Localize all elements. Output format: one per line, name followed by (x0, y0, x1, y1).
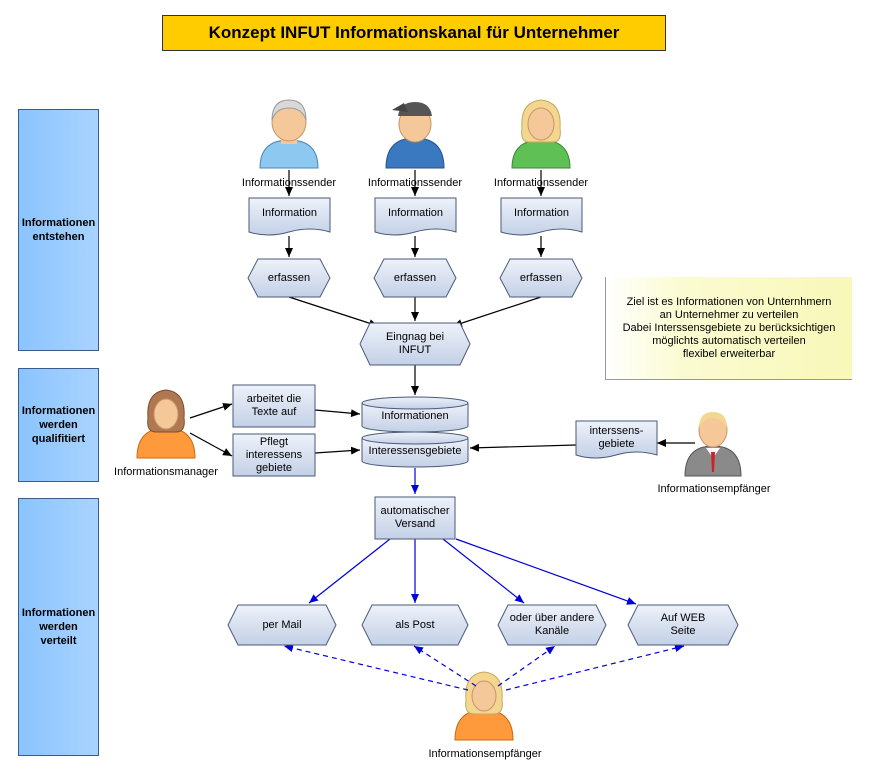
person-icon (511, 99, 571, 169)
lane-information-creation: Informationen entstehen (18, 109, 99, 351)
document-shape (248, 197, 658, 459)
information-doc: Information (387, 206, 444, 219)
person-icon (385, 102, 445, 169)
database-shape (361, 396, 469, 468)
channel-web: Auf WEB Seite (660, 612, 706, 637)
sender-label: Informationssender (493, 176, 589, 189)
lane-information-distribution: Informationen werden verteilt (18, 498, 99, 756)
channel-post: als Post (395, 618, 435, 631)
interests-doc: interssens- gebiete (589, 425, 644, 450)
recipient-label-bottom: Informationsempfänger (428, 747, 542, 760)
capture-step: erfassen (267, 271, 311, 284)
channel-other: oder über andere Kanäle (509, 612, 595, 637)
task-maintain-interests: Pflegt interessens gebiete (245, 435, 303, 474)
goal-note: Ziel ist es Informationen von Unternhmer… (605, 277, 852, 380)
process-box (232, 384, 456, 540)
connector-lines (189, 170, 695, 457)
channel-mail: per Mail (262, 618, 302, 631)
database-information: Informationen (381, 409, 449, 422)
manager-icon (136, 389, 196, 459)
hexagon-shape (227, 258, 739, 646)
database-interests: Interessensgebiete (368, 444, 462, 457)
information-doc: Information (513, 206, 570, 219)
task-edit-texts: arbeitet die Texte auf (246, 393, 302, 418)
intake-step: Eingnag bei INFUT (385, 331, 445, 356)
information-doc: Information (261, 206, 318, 219)
person-icon (259, 99, 319, 169)
capture-step: erfassen (519, 271, 563, 284)
recipient-label-right: Informationsempfänger (657, 482, 771, 495)
lane-information-qualification: Informationen werden qualifitiert (18, 368, 99, 482)
manager-label: Informationsmanager (114, 465, 218, 478)
sender-label: Informationssender (241, 176, 337, 189)
capture-step: erfassen (393, 271, 437, 284)
dispatch-arrows (308, 468, 637, 605)
feedback-arrows (283, 644, 685, 691)
page-title: Konzept INFUT Informationskanal für Unte… (162, 15, 666, 51)
sender-label: Informationssender (367, 176, 463, 189)
auto-dispatch: automatischer Versand (380, 505, 450, 530)
recipient-icon (684, 412, 742, 477)
recipient-icon (454, 671, 514, 741)
